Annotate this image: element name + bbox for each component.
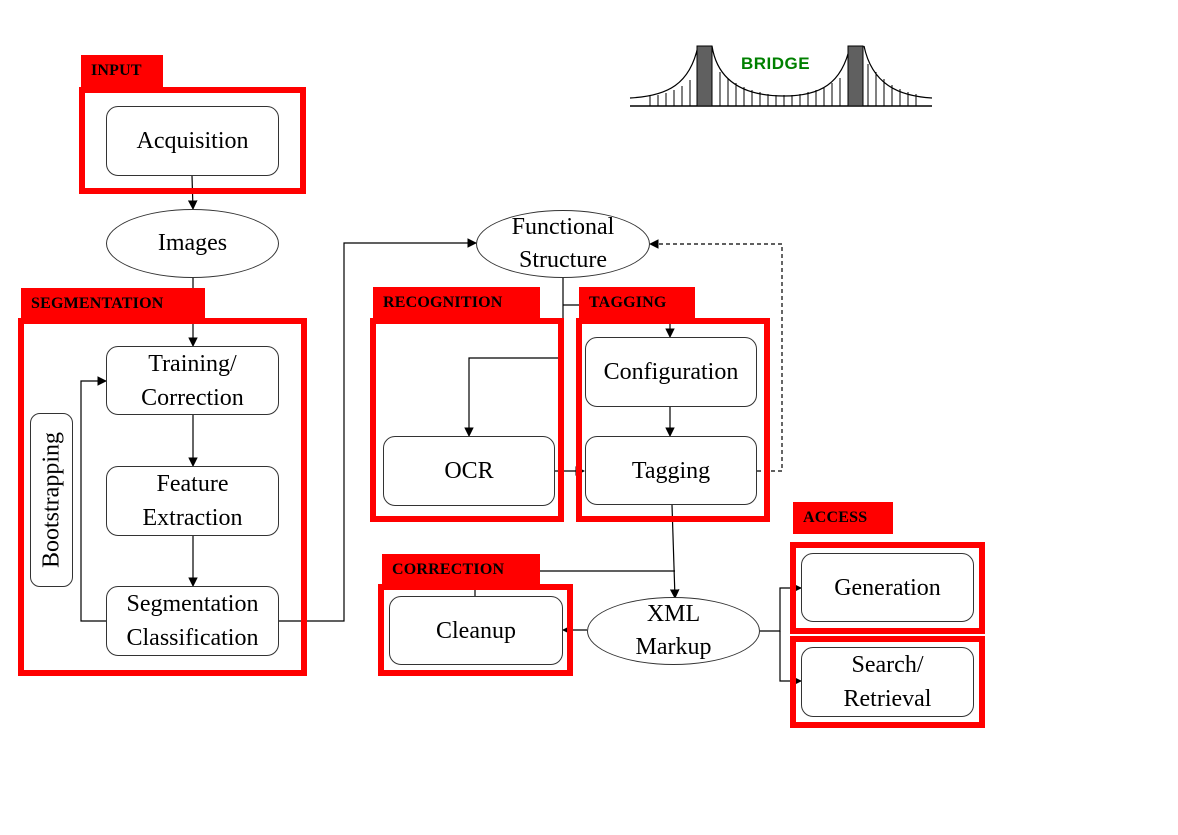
- group-frame-segmentation: [18, 318, 307, 676]
- node-ocr-label: OCR: [444, 458, 494, 484]
- group-frame-access-generation: [790, 542, 985, 634]
- node-segmentation-classification-label: Segmentation Classification: [126, 591, 259, 651]
- node-images[interactable]: Images: [106, 209, 279, 278]
- group-frame-correction: [378, 584, 573, 676]
- node-bootstrapping[interactable]: Bootstrapping: [30, 413, 73, 587]
- node-configuration[interactable]: Configuration: [585, 337, 757, 407]
- node-feature-extraction[interactable]: Feature Extraction: [106, 466, 279, 536]
- node-acquisition[interactable]: Acquisition: [106, 106, 279, 176]
- group-frame-recognition: [370, 318, 564, 522]
- bridge-illustration: [629, 45, 933, 107]
- group-tab-correction: CORRECTION: [382, 554, 540, 586]
- node-configuration-label: Configuration: [603, 359, 739, 385]
- group-frame-access-search: [790, 636, 985, 728]
- bridge-tower-right: [847, 45, 864, 107]
- node-functional-structure[interactable]: Functional Structure: [476, 210, 650, 278]
- node-images-label: Images: [157, 230, 228, 256]
- group-tab-recognition: RECOGNITION: [373, 287, 540, 319]
- node-generation[interactable]: Generation: [801, 553, 974, 622]
- node-tagging[interactable]: Tagging: [585, 436, 757, 505]
- node-feature-extraction-label: Feature Extraction: [142, 471, 243, 531]
- group-tab-input: INPUT: [81, 55, 163, 87]
- node-cleanup-label: Cleanup: [436, 617, 516, 644]
- bridge-hangers: [649, 64, 917, 106]
- group-tab-tagging: TAGGING: [579, 287, 695, 319]
- node-training-correction[interactable]: Training/ Correction: [106, 346, 279, 415]
- node-ocr[interactable]: OCR: [383, 436, 555, 506]
- group-frame-input: [79, 87, 306, 194]
- node-functional-structure-label: Functional Structure: [511, 214, 615, 273]
- node-xml-markup-label: XML Markup: [635, 601, 712, 660]
- bridge-cable: [629, 45, 933, 99]
- group-frame-tagging: [576, 318, 770, 522]
- node-segmentation-classification[interactable]: Segmentation Classification: [106, 586, 279, 656]
- bridge-label: BRIDGE: [741, 54, 811, 73]
- node-acquisition-label: Acquisition: [136, 128, 249, 154]
- group-tab-segmentation: SEGMENTATION: [21, 288, 205, 320]
- node-training-correction-label: Training/ Correction: [141, 350, 244, 411]
- node-search-retrieval[interactable]: Search/ Retrieval: [801, 647, 974, 717]
- node-generation-label: Generation: [834, 574, 941, 601]
- node-search-retrieval-label: Search/ Retrieval: [843, 652, 932, 712]
- bridge-tower-left: [696, 45, 713, 107]
- group-tab-access: ACCESS: [793, 502, 893, 534]
- node-cleanup[interactable]: Cleanup: [389, 596, 563, 665]
- node-bootstrapping-label: Bootstrapping: [38, 432, 64, 568]
- node-xml-markup[interactable]: XML Markup: [587, 597, 760, 665]
- node-tagging-label: Tagging: [631, 457, 711, 484]
